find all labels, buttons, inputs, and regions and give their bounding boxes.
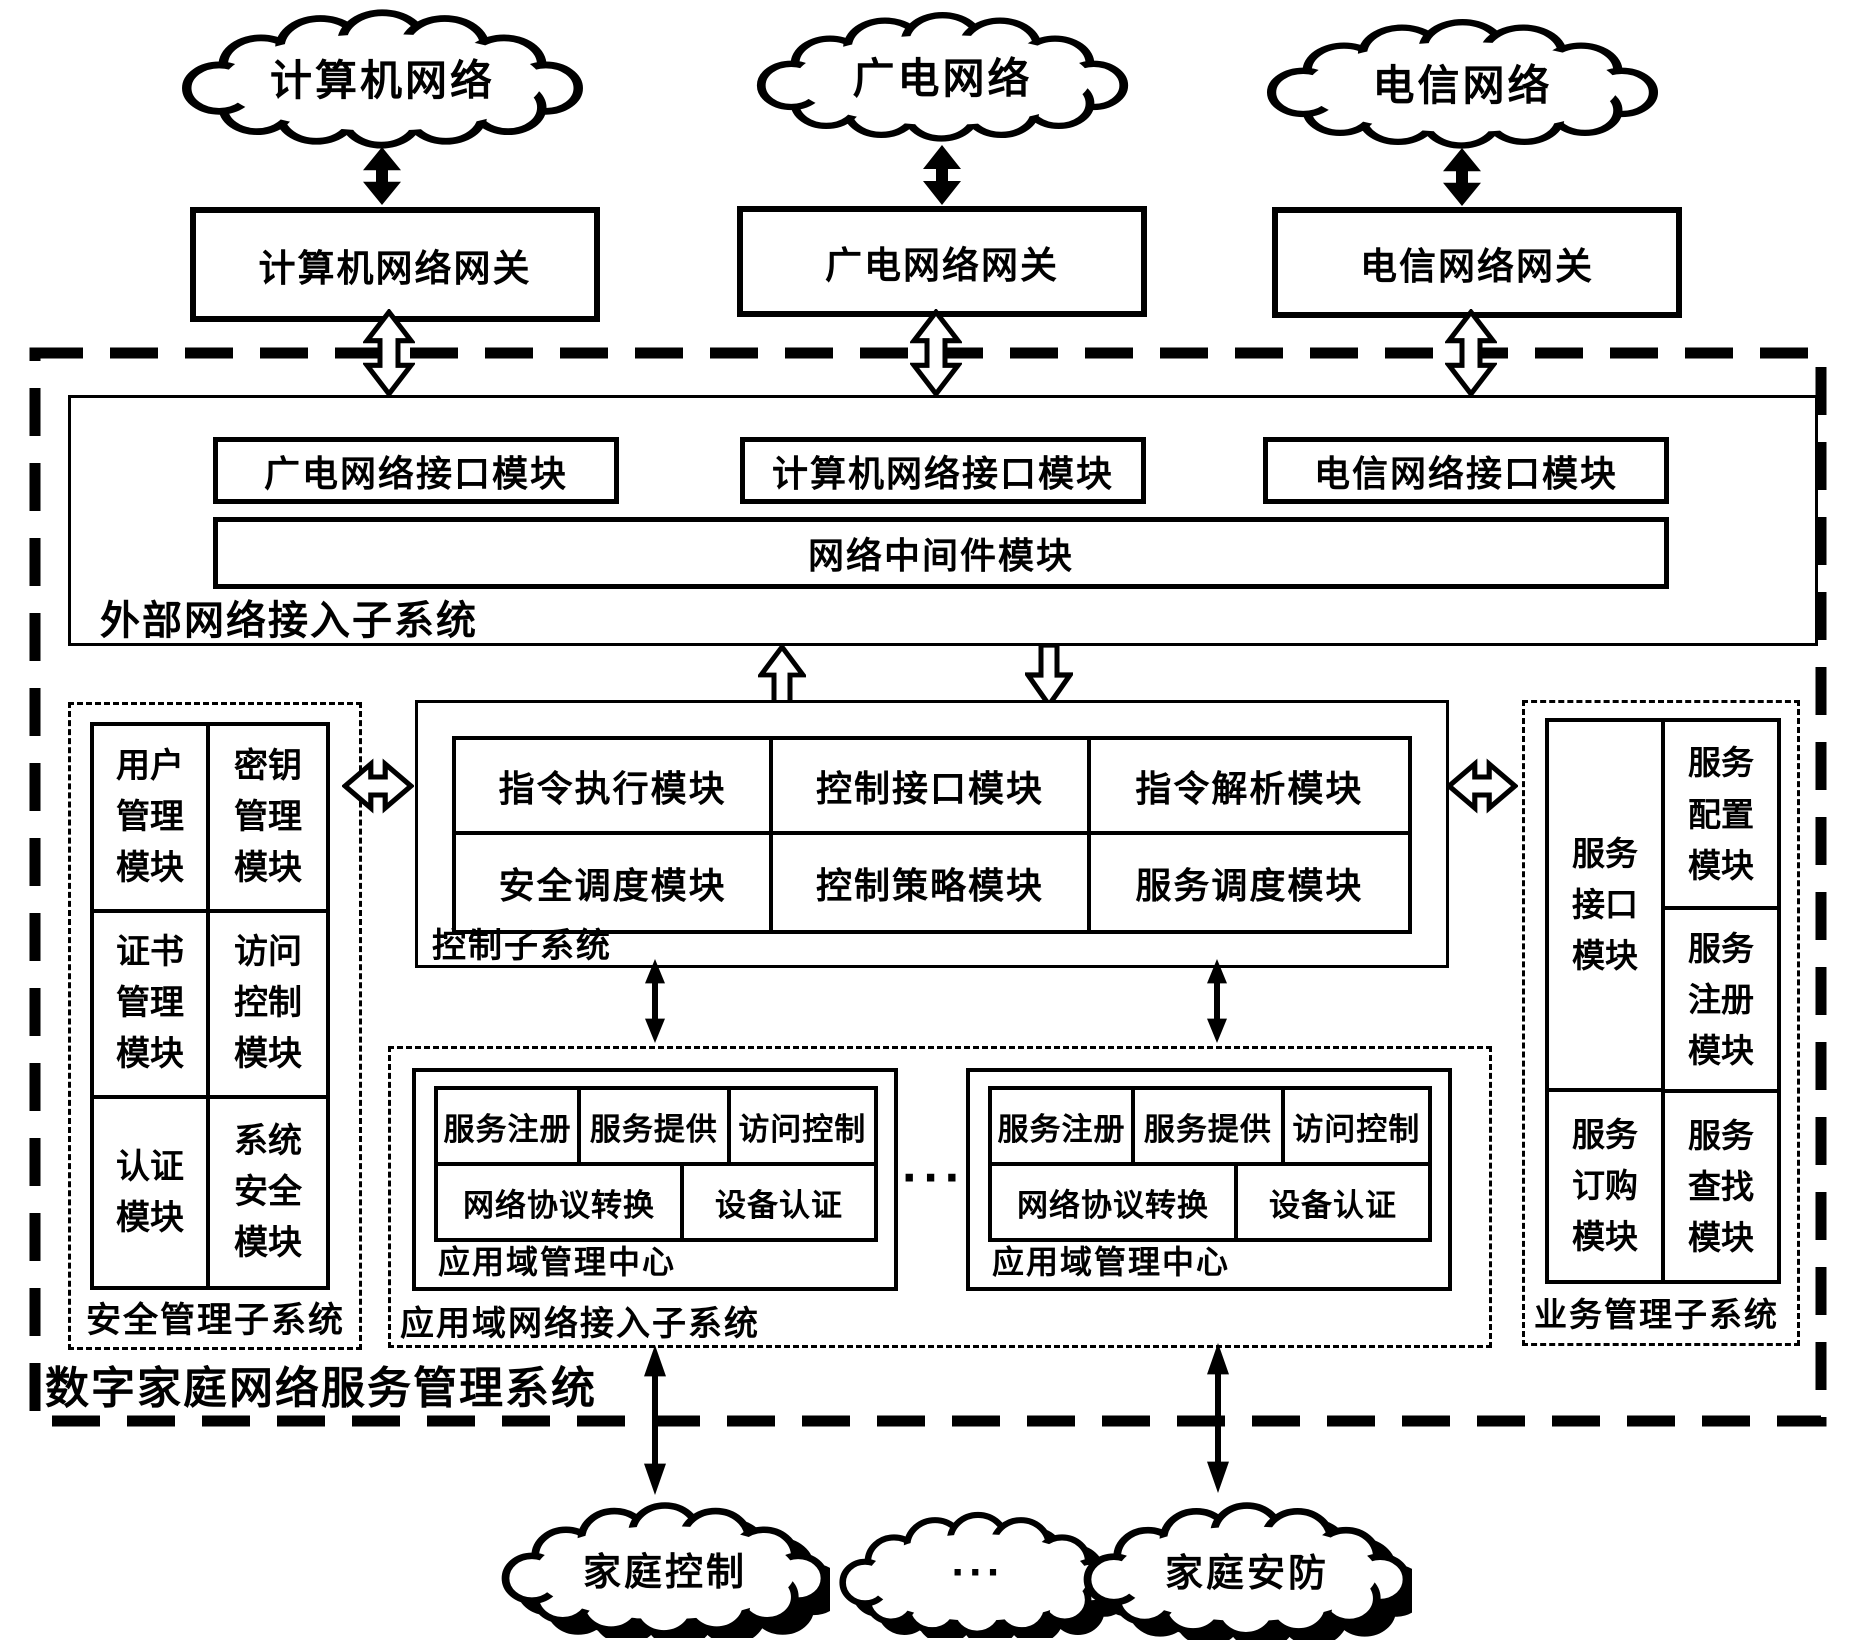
user-management-module: 用户 管理 模块 [94,726,210,913]
gateway-broadcast-network: 广电网络网关 [737,206,1147,317]
security-subsystem-label: 安全管理子系统 [86,1301,346,1340]
interface-module-computer-label: 计算机网络接口模块 [771,452,1114,494]
interface-module-broadcast: 广电网络接口模块 [213,437,619,504]
arrow-cloud-gateway-2 [923,145,961,205]
arrow-security-control [342,758,414,814]
appdomain-center-2-label: 应用域管理中心 [992,1244,1231,1280]
cloud-home-security-label: 家庭安防 [1164,1552,1329,1595]
cloud-home-security: 家庭安防 [1082,1498,1412,1640]
service-provision-cell: 服务提供 [581,1090,731,1162]
middleware-module: 网络中间件模块 [213,517,1669,589]
cloud-home-ellipsis: ··· [838,1508,1118,1638]
cloud-home-control-label: 家庭控制 [582,1551,747,1594]
service-config-module: 服务 配置 模块 [1665,722,1777,911]
appdomain-center-1-label: 应用域管理中心 [438,1244,677,1280]
gateway-telecom-network: 电信网络网关 [1272,207,1682,318]
appdomain-subsystem-label: 应用域网络接入子系统 [400,1305,760,1343]
access-control-cell: 访问控制 [738,1111,867,1147]
arrow-appdomain-homesecurity [1207,1343,1229,1493]
arrow-cloud-gateway-1 [363,146,401,206]
arrow-control-appdomain-2 [1207,958,1227,1044]
arrow-gateway-system-2 [910,309,962,397]
access-control-cell: 访问控制 [1292,1111,1421,1147]
business-grid-right-column: 服务 配置 模块 服务 注册 模块 服务 查找 模块 [1665,722,1777,1280]
arrow-gateway-system-1 [363,309,415,397]
device-authentication-cell: 设备认证 [714,1187,843,1223]
access-control-module: 访问 控制 模块 [210,913,326,1100]
service-provision-cell: 服务提供 [1135,1090,1285,1162]
interface-module-telecom: 电信网络接口模块 [1263,437,1669,504]
service-registration-cell: 服务注册 [438,1090,582,1162]
control-module-grid: 指令执行模块 控制接口模块 指令解析模块 安全调度模块 控制策略模块 服务调度模… [452,736,1412,934]
arrow-cloud-gateway-3 [1443,147,1481,207]
arrow-appdomain-homecontrol [644,1345,666,1495]
cloud-computer-network: 计算机网络 [180,5,585,150]
arrow-up-control-to-external [758,645,806,705]
authentication-module: 认证 模块 [94,1099,210,1286]
interface-module-computer: 计算机网络接口模块 [740,437,1146,504]
control-subsystem-label: 控制子系统 [432,927,612,965]
appdomain-center-2-row2: 网络协议转换 设备认证 [992,1166,1428,1238]
gateway-computer-network: 计算机网络网关 [190,207,600,322]
gateway-computer-network-label: 计算机网络网关 [258,247,532,289]
service-register-module: 服务 注册 模块 [1665,910,1777,1093]
cloud-home-ellipsis-label: ··· [951,1548,1005,1597]
system-title: 数字家庭网络服务管理系统 [45,1364,597,1413]
service-lookup-module: 服务 查找 模块 [1688,1116,1754,1257]
cloud-broadcast-network: 广电网络 [755,8,1130,143]
security-scheduling-module: 安全调度模块 [456,835,774,930]
security-module-grid: 用户 管理 模块 密钥 管理 模块 证书 管理 模块 访问 控制 模块 认证 模… [90,722,330,1290]
service-scheduling-module: 服务调度模块 [1135,864,1364,906]
interface-module-telecom-label: 电信网络接口模块 [1313,452,1618,494]
command-execution-module: 指令执行模块 [456,740,774,835]
arrow-gateway-system-3 [1445,309,1497,397]
command-parsing-module: 指令解析模块 [1090,740,1408,835]
appdomain-center-2-grid: 服务注册 服务提供 访问控制 网络协议转换 设备认证 [988,1086,1432,1242]
certificate-management-module: 证书 管理 模块 [94,912,210,1100]
gateway-broadcast-network-label: 广电网络网关 [825,244,1059,286]
service-order-module: 服务 订购 模块 [1572,1116,1638,1256]
service-interface-module: 服务 接口 模块 [1549,722,1661,1092]
cloud-computer-network-label: 计算机网络 [269,57,495,104]
service-registration-cell: 服务注册 [992,1090,1136,1162]
arrow-control-business [1446,758,1518,814]
arrow-control-appdomain-1 [645,958,665,1044]
protocol-conversion-cell: 网络协议转换 [992,1166,1238,1238]
protocol-conversion-cell: 网络协议转换 [438,1166,684,1238]
interface-module-broadcast-label: 广电网络接口模块 [263,452,568,494]
business-module-grid: 服务 接口 模块 服务 订购 模块 服务 配置 模块 服务 注册 模块 服务 查… [1545,718,1781,1284]
appdomain-ellipsis: ··· [902,1149,966,1207]
gateway-telecom-network-label: 电信网络网关 [1360,245,1594,287]
system-security-module: 系统 安全 模块 [234,1122,302,1263]
business-subsystem-label: 业务管理子系统 [1534,1296,1779,1333]
control-strategy-module: 控制策略模块 [773,835,1091,930]
appdomain-center-1: 服务注册 服务提供 访问控制 网络协议转换 设备认证 应用域管理中心 [412,1068,898,1291]
appdomain-center-1-grid: 服务注册 服务提供 访问控制 网络协议转换 设备认证 [434,1086,878,1242]
cloud-broadcast-network-label: 广电网络 [852,55,1033,102]
device-authentication-cell: 设备认证 [1268,1187,1397,1223]
cloud-telecom-network-label: 电信网络 [1372,62,1553,109]
external-access-subsystem-label: 外部网络接入子系统 [100,599,478,643]
appdomain-center-1-row2: 网络协议转换 设备认证 [438,1166,874,1238]
appdomain-center-1-row1: 服务注册 服务提供 访问控制 [438,1090,874,1166]
business-grid-left-column: 服务 接口 模块 服务 订购 模块 [1549,722,1665,1280]
key-management-module: 密钥 管理 模块 [210,726,326,913]
cloud-telecom-network: 电信网络 [1265,15,1660,150]
middleware-module-label: 网络中间件模块 [807,535,1074,576]
arrow-down-external-to-control [1025,643,1073,707]
cloud-home-control: 家庭控制 [500,1498,830,1638]
control-interface-module: 控制接口模块 [773,740,1091,835]
appdomain-center-2-row1: 服务注册 服务提供 访问控制 [992,1090,1428,1166]
appdomain-center-2: 服务注册 服务提供 访问控制 网络协议转换 设备认证 应用域管理中心 [966,1068,1452,1291]
